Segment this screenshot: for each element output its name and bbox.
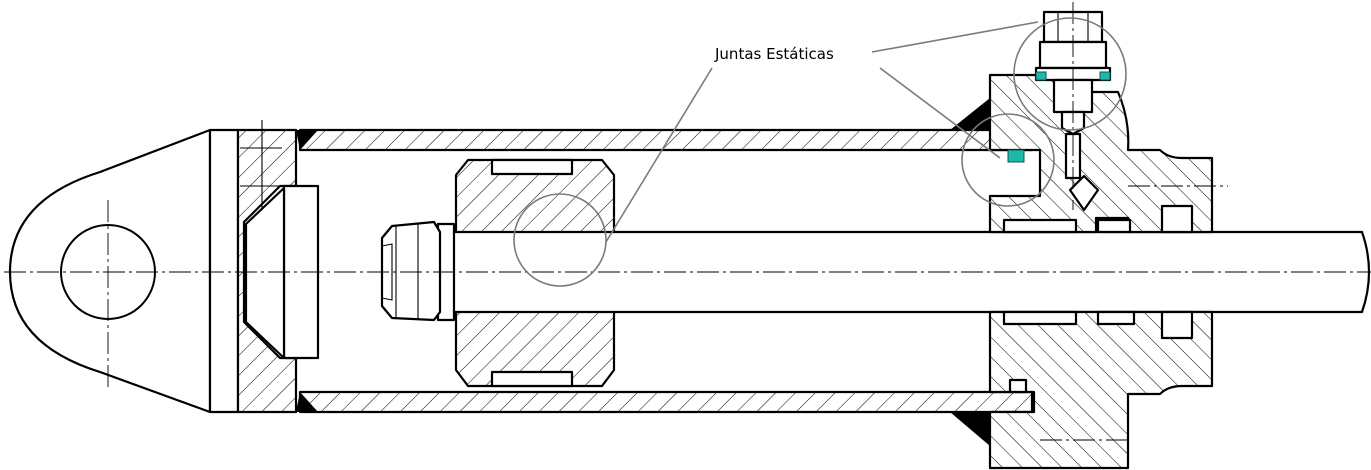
rear-end-cap [208,120,320,414]
front-head [950,73,1214,470]
rear-clevis [8,128,212,414]
detail-circle-head [961,113,1055,207]
leader-lines [605,21,1039,243]
detail-circles [513,17,1127,287]
barrel-tube [296,128,1034,414]
leader-to-piston-seal [605,67,713,243]
detail-circle-piston [513,193,607,287]
leader-to-valve-seal [871,21,1039,53]
centerlines [4,2,1371,441]
static-seals-callout-label: Juntas Estáticas [713,45,836,63]
head-static-seal [1007,149,1025,163]
rod-nut [380,220,456,322]
leader-to-head-seal [879,67,1001,159]
detail-circle-valve [1013,17,1127,131]
bleed-valve [1034,10,1112,180]
